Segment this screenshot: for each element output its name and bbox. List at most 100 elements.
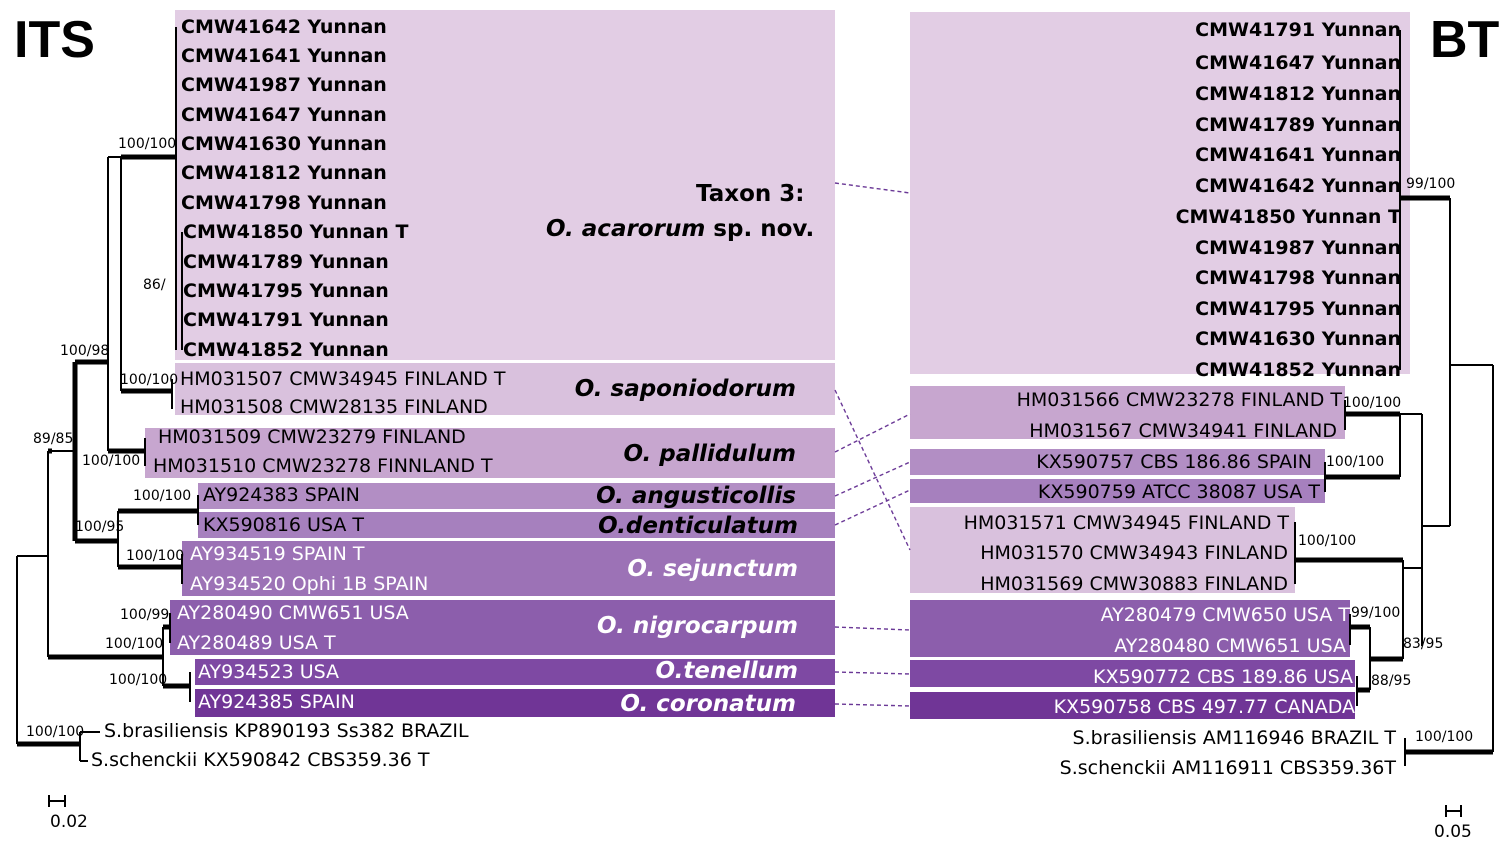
its-box-denticulatum [198, 512, 835, 538]
its-scale-label: 0.02 [50, 812, 88, 832]
its-support: 100/100 [120, 372, 179, 388]
its-outgroup-schenckii: S.schenckii KX590842 CBS359.36 T [91, 749, 430, 771]
bt-support: 100/100 [1415, 729, 1474, 745]
bt-label: KX590758 CBS 497.77 CANADA [1053, 696, 1355, 718]
bt-taxon3-label: CMW41987 Yunnan [1195, 237, 1401, 259]
its-box-coronatum [195, 689, 835, 717]
its-taxon3-label: CMW41791 Yunnan [183, 309, 389, 331]
its-label: HM031507 CMW34945 FINLAND T [180, 368, 506, 390]
species-tenellum: O.tenellum [655, 658, 798, 684]
its-label: AY924385 SPAIN [198, 691, 355, 713]
bt-taxon3-label: CMW41630 Yunnan [1195, 328, 1401, 350]
bt-support: 99/100 [1351, 605, 1401, 621]
bt-support: 83/95 [1403, 636, 1444, 652]
bt-outgroup-brasiliensis: S.brasiliensis AM116946 BRAZIL T [1072, 727, 1396, 749]
its-taxon3-label: CMW41641 Yunnan [181, 45, 387, 67]
its-box-pallidulum [145, 428, 835, 478]
bt-label: AY280479 CMW650 USA T [1100, 604, 1350, 626]
bt-taxon3-label: CMW41852 Yunnan [1195, 359, 1401, 381]
its-support: 100/100 [105, 636, 164, 652]
species-pallidulum: O. pallidulum [623, 441, 797, 467]
bt-label: KX590759 ATCC 38087 USA T [1037, 481, 1320, 503]
taxon3-species-line: O. acarorum sp. nov. [546, 216, 814, 242]
bt-scale-label: 0.05 [1434, 822, 1472, 842]
its-support: 89/85 [33, 431, 74, 447]
bt-label: HM031569 CMW30883 FINLAND [980, 573, 1288, 595]
taxon3-heading: Taxon 3: [696, 181, 805, 207]
bt-label: HM031567 CMW34941 FINLAND [1029, 420, 1337, 442]
bt-box-saponiodorum [910, 507, 1295, 593]
species-denticulatum: O.denticulatum [598, 513, 798, 539]
bt-taxon3-label: CMW41795 Yunnan [1195, 298, 1401, 320]
bt-label: HM031571 CMW34945 FINLAND T [963, 512, 1289, 534]
its-box-sejunctum [182, 541, 835, 596]
its-label: HM031509 CMW23279 FINLAND [158, 426, 466, 448]
bt-outgroup-schenckii: S.schenckii AM116911 CBS359.36T [1059, 757, 1396, 779]
bt-support: 100/100 [1298, 533, 1357, 549]
its-support: 100/100 [126, 548, 185, 564]
its-taxon3-label: CMW41812 Yunnan [181, 162, 387, 184]
its-label: AY280490 CMW651 USA [177, 602, 409, 624]
bt-box-denticulatum [910, 479, 1325, 503]
bt-label: AY280480 CMW651 USA [1114, 635, 1346, 657]
its-box-taxon3 [175, 10, 835, 360]
its-taxon3-label: CMW41642 Yunnan [181, 16, 387, 38]
its-support: 100/100 [82, 453, 141, 469]
bt-taxon3-label: CMW41641 Yunnan [1195, 144, 1401, 166]
its-label: HM031508 CMW28135 FINLAND [180, 396, 488, 418]
its-support: 100/95 [75, 519, 125, 535]
its-taxon3-label: CMW41789 Yunnan [183, 251, 389, 273]
bt-support: 88/95 [1371, 673, 1412, 689]
bt-label: HM031570 CMW34943 FINLAND [980, 542, 1288, 564]
its-box-nigrocarpum [170, 600, 835, 655]
bt-label: KX590757 CBS 186.86 SPAIN [1036, 451, 1312, 473]
its-taxon3-label: CMW41798 Yunnan [181, 192, 387, 214]
bt-support: 100/100 [1343, 395, 1402, 411]
its-support: 100/100 [109, 672, 168, 688]
its-taxon3-label: CMW41852 Yunnan [183, 339, 389, 361]
bt-support: 100/100 [1326, 454, 1385, 470]
its-label: KX590816 USA T [203, 514, 365, 536]
bt-box-taxon3 [910, 12, 1410, 374]
its-support: 100/98 [60, 343, 110, 359]
its-taxon3-label: CMW41987 Yunnan [181, 74, 387, 96]
species-angusticollis: O. angusticollis [596, 483, 796, 509]
bt-support: 99/100 [1406, 176, 1456, 192]
its-taxon3-label: CMW41850 Yunnan T [183, 221, 409, 243]
species-nigrocarpum: O. nigrocarpum [597, 613, 798, 639]
bt-taxon3-label: CMW41647 Yunnan [1195, 52, 1401, 74]
taxon3-suffix: sp. nov. [705, 216, 815, 242]
bt-taxon3-label: CMW41812 Yunnan [1195, 83, 1401, 105]
bt-taxon3-label: CMW41789 Yunnan [1195, 114, 1401, 136]
bt-box-pallidulum [910, 386, 1345, 439]
bt-taxon3-label: CMW41798 Yunnan [1195, 267, 1401, 289]
its-label: AY934519 SPAIN T [190, 543, 365, 565]
bt-panel-title: BT [1430, 11, 1500, 69]
its-label: HM031510 CMW23278 FINNLAND T [153, 455, 493, 477]
bt-taxon3-label: CMW41791 Yunnan [1195, 19, 1401, 41]
its-taxon3-label: CMW41647 Yunnan [181, 104, 387, 126]
its-box-saponiodorum [175, 363, 835, 415]
its-support: 100/100 [26, 724, 85, 740]
bt-box-coronatum [910, 692, 1355, 719]
bt-taxon3-label: CMW41642 Yunnan [1195, 175, 1401, 197]
its-support: 100/99 [120, 607, 170, 623]
its-label: AY280489 USA T [177, 632, 336, 654]
bt-taxon3-label: CMW41850 Yunnan T [1175, 206, 1401, 228]
its-outgroup-brasiliensis: S.brasiliensis KP890193 Ss382 BRAZIL [104, 720, 469, 742]
its-support: 100/100 [133, 488, 192, 504]
its-box-angusticollis [198, 483, 835, 509]
its-box-tenellum [195, 659, 835, 685]
its-support: 100/100 [118, 136, 177, 152]
its-label: AY924383 SPAIN [203, 484, 360, 506]
bt-label: HM031566 CMW23278 FINLAND T [1016, 389, 1342, 411]
its-label: AY934520 Ophi 1B SPAIN [190, 573, 429, 595]
its-label: AY934523 USA [198, 661, 340, 683]
its-support: 86/ [143, 277, 166, 293]
bt-label: KX590772 CBS 189.86 USA [1093, 666, 1353, 688]
species-coronatum: O. coronatum [620, 691, 796, 717]
its-panel-title: ITS [14, 11, 95, 69]
bt-box-nigrocarpum [910, 600, 1350, 657]
